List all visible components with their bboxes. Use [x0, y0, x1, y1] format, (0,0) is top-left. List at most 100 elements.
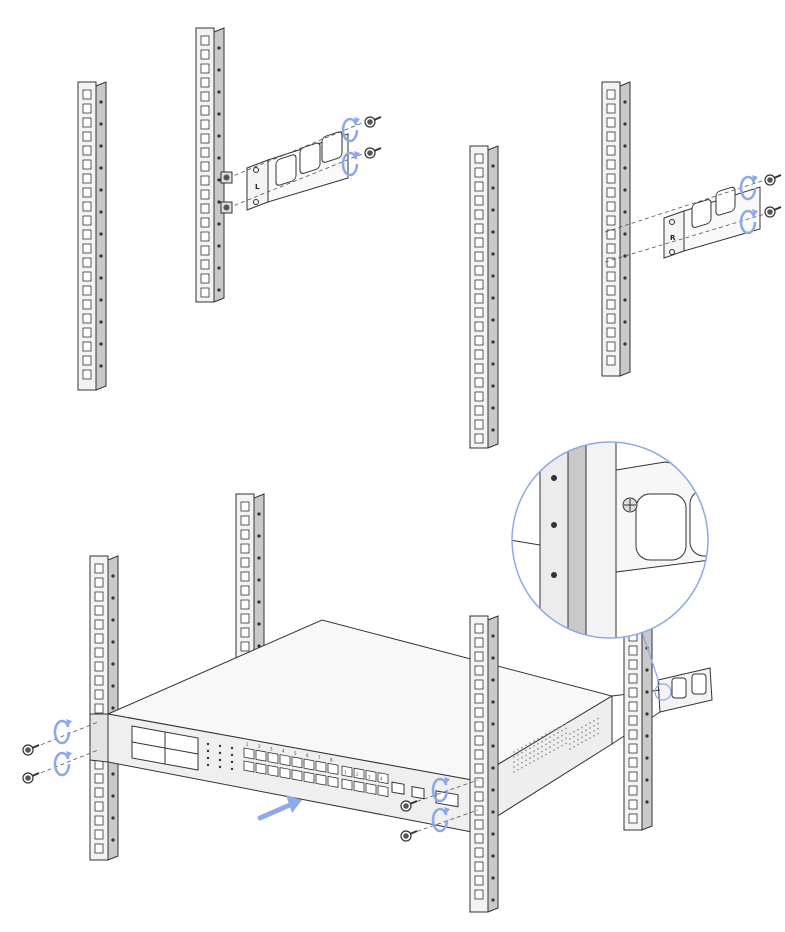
vent-hole: [589, 722, 591, 724]
rail-slot: [474, 721, 484, 732]
vent-hole: [589, 737, 591, 739]
combo-port: [365, 769, 377, 782]
rj45-port: [267, 764, 279, 777]
magnifier-inset: [511, 441, 709, 701]
vent-hole: [529, 747, 531, 750]
rail-hole: [99, 364, 103, 368]
vent-hole: [517, 763, 519, 766]
vent-hole: [557, 746, 559, 749]
rail-slot: [628, 659, 638, 670]
vent-hole: [533, 760, 535, 762]
rail-hole: [491, 164, 495, 168]
rail-hole: [111, 706, 115, 710]
rail-hole: [99, 100, 103, 104]
vent-hole: [513, 761, 515, 763]
rail-hole: [491, 384, 495, 388]
rail-slot: [82, 131, 92, 142]
left-bracket-label: L: [255, 183, 260, 191]
vent-hole: [517, 758, 519, 761]
rail-slot: [628, 757, 638, 768]
vent-hole: [541, 745, 543, 748]
rail-slot: [200, 77, 210, 88]
rail-hole: [645, 778, 649, 782]
vent-hole: [537, 757, 539, 760]
rail-hole: [217, 134, 221, 138]
port-label: 3: [270, 746, 273, 751]
vent-hole: [549, 751, 551, 754]
rail-hole: [99, 232, 103, 236]
port-label: 5: [294, 751, 297, 756]
rack-rail-bottom-front-right: [469, 615, 499, 913]
rj45-port: [315, 773, 327, 786]
rail-slot: [474, 861, 484, 872]
rj45-port: [243, 747, 255, 760]
rail-slot: [606, 145, 616, 156]
status-led: [218, 758, 222, 762]
vent-hole: [561, 739, 563, 742]
rail-slot: [606, 285, 616, 296]
rail-slot: [200, 217, 210, 228]
vent-hole: [537, 742, 539, 745]
rail-slot: [628, 813, 638, 824]
rail-hole: [111, 574, 115, 578]
vent-hole: [581, 741, 583, 744]
rail-hole: [99, 298, 103, 302]
rail-slot: [82, 173, 92, 184]
rail-slot: [474, 195, 484, 206]
rail-slot: [94, 619, 104, 630]
rail-hole: [491, 854, 495, 858]
rail-slot: [94, 577, 104, 588]
vent-hole: [545, 753, 547, 756]
rail-slot: [200, 105, 210, 116]
rail-slot: [474, 693, 484, 704]
rail-hole: [491, 252, 495, 256]
vent-hole: [545, 738, 547, 741]
rail-slot: [474, 735, 484, 746]
vent-hole: [553, 749, 555, 751]
rail-slot: [474, 377, 484, 388]
rail-slot: [240, 641, 250, 652]
vent-hole: [577, 733, 579, 736]
vent-hole: [585, 729, 587, 732]
rail-slot: [606, 355, 616, 366]
rail-slot: [240, 613, 250, 624]
rail-slot: [94, 787, 104, 798]
screw-icon: [764, 174, 782, 186]
rail-slot: [94, 773, 104, 784]
rail-slot: [82, 369, 92, 380]
status-led: [206, 742, 210, 746]
combo-port: [377, 772, 389, 785]
rail-slot: [628, 771, 638, 782]
screw-icon: [22, 772, 40, 784]
vent-hole: [537, 752, 539, 755]
vent-hole: [573, 740, 575, 743]
vent-hole: [529, 742, 531, 745]
screw-icon: [400, 800, 418, 812]
cage-nut: [220, 171, 233, 214]
rotate-arrow-icon: [341, 117, 360, 143]
vent-hole: [533, 740, 535, 742]
vent-hole: [589, 732, 591, 734]
rail-hole: [111, 618, 115, 622]
vent-hole: [513, 756, 515, 758]
status-led: [206, 749, 210, 753]
rail-hole: [623, 188, 627, 192]
rail-hole: [491, 634, 495, 638]
vent-hole: [537, 747, 539, 750]
rail-slot: [94, 829, 104, 840]
rail-slot: [240, 501, 250, 512]
rail-hole: [217, 222, 221, 226]
vent-hole: [541, 735, 543, 738]
rail-hole: [257, 556, 261, 560]
rotate-arrow-icon: [431, 807, 450, 833]
rail-slot: [606, 257, 616, 268]
right-bracket-label: R: [670, 234, 676, 242]
rail-slot: [240, 599, 250, 610]
port-label: 2: [356, 772, 359, 777]
rail-hole: [491, 208, 495, 212]
rack-rail-bottom-rear-left: [235, 493, 265, 661]
vent-hole: [597, 717, 599, 720]
vent-hole: [557, 736, 559, 739]
vent-hole: [521, 756, 523, 759]
rail-hole: [217, 156, 221, 160]
